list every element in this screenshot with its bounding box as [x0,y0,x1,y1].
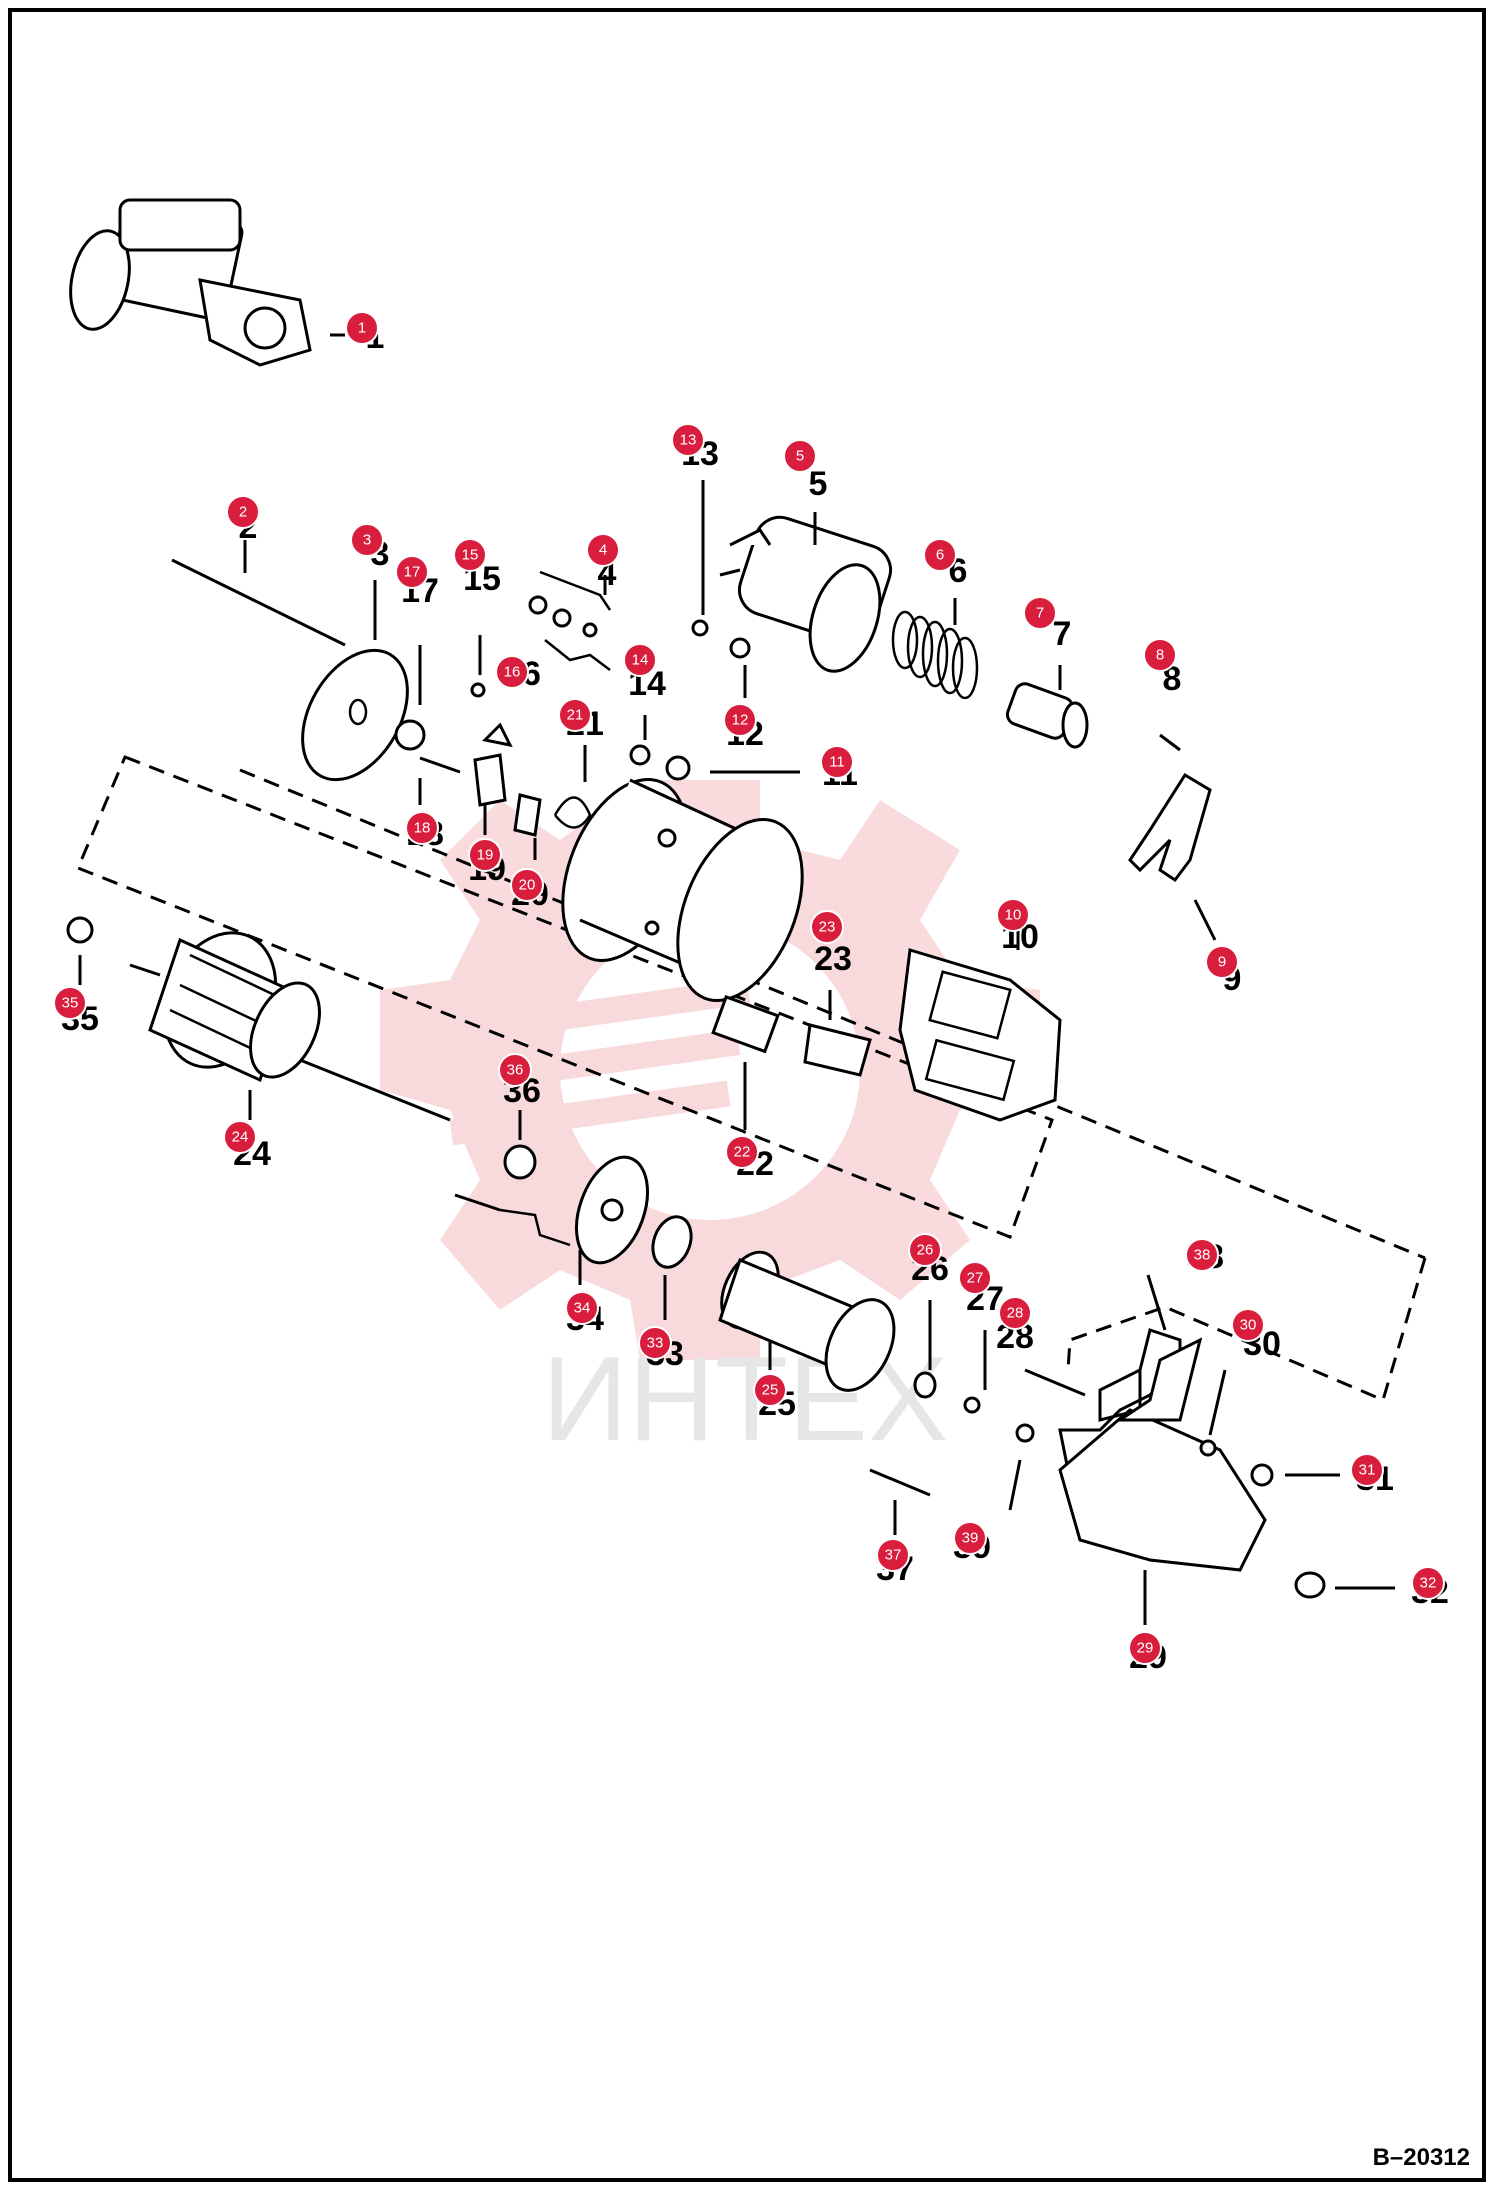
part-callout-31[interactable]: 31 [1350,1453,1384,1487]
svg-text:25: 25 [762,1382,779,1399]
svg-text:20: 20 [519,877,536,894]
svg-text:21: 21 [567,707,584,724]
part-callout-2[interactable]: 2 [226,495,260,529]
svg-text:5: 5 [796,448,804,465]
part-callout-7[interactable]: 7 [1023,596,1057,630]
svg-text:26: 26 [917,1242,934,1259]
svg-text:15: 15 [462,547,479,564]
svg-text:34: 34 [574,1300,591,1317]
part-callout-1[interactable]: 1 [345,311,379,345]
armature [129,931,451,1122]
part-callout-37[interactable]: 37 [876,1538,910,1572]
part-callout-23[interactable]: 23 [810,910,844,944]
watermark-logo: ИНТЕХ [380,780,1040,1466]
svg-text:35: 35 [62,995,79,1012]
svg-text:6: 6 [936,547,944,564]
armature-group-dash [76,755,1054,1239]
svg-text:5: 5 [809,465,828,503]
svg-text:28: 28 [1007,1305,1024,1322]
part-callout-39[interactable]: 39 [953,1521,987,1555]
part-callout-8[interactable]: 8 [1143,638,1177,672]
part-callout-35[interactable]: 35 [53,986,87,1020]
part-callout-36[interactable]: 36 [498,1053,532,1087]
svg-text:3: 3 [363,532,371,549]
svg-text:4: 4 [599,542,607,559]
svg-text:37: 37 [885,1547,902,1564]
svg-text:7: 7 [1053,615,1072,653]
part-callout-25[interactable]: 25 [753,1373,787,1407]
field-frame-housing [561,778,804,1002]
part-callout-16[interactable]: 16 [495,655,529,689]
svg-text:12: 12 [732,712,749,729]
svg-text:11: 11 [829,754,845,771]
part-callout-6[interactable]: 6 [923,538,957,572]
svg-text:31: 31 [1359,1462,1376,1479]
part-callout-26[interactable]: 26 [908,1233,942,1267]
part-callout-38[interactable]: 38 [1185,1238,1219,1272]
part-callout-34[interactable]: 34 [565,1291,599,1325]
part-callout-4[interactable]: 4 [586,533,620,567]
part-callout-18[interactable]: 18 [405,811,439,845]
svg-text:1: 1 [358,320,366,337]
svg-text:17: 17 [404,564,421,581]
svg-text:30: 30 [1240,1317,1257,1334]
part-callout-27[interactable]: 27 [958,1261,992,1295]
svg-text:18: 18 [414,820,431,837]
part-callout-21[interactable]: 21 [558,698,592,732]
svg-text:9: 9 [1218,954,1226,971]
svg-text:39: 39 [962,1530,979,1547]
part-callout-29[interactable]: 29 [1128,1631,1162,1665]
svg-text:22: 22 [734,1144,751,1161]
svg-text:14: 14 [632,652,649,669]
part-callout-24[interactable]: 24 [223,1120,257,1154]
part-callout-11[interactable]: 11 [820,745,854,779]
svg-text:36: 36 [507,1062,524,1079]
part-callout-33[interactable]: 33 [638,1326,672,1360]
drawing-id-label: B–20312 [1372,2144,1470,2171]
svg-text:23: 23 [814,940,852,978]
part-callout-5[interactable]: 5 [783,439,817,473]
svg-text:8: 8 [1156,647,1164,664]
part-callout-17[interactable]: 17 [395,555,429,589]
plunger-spring [891,610,979,700]
part-callout-22[interactable]: 22 [725,1135,759,1169]
svg-text:24: 24 [232,1129,249,1146]
part-callout-10[interactable]: 10 [996,898,1030,932]
svg-text:19: 19 [477,847,494,864]
part-callout-15[interactable]: 15 [453,538,487,572]
brush-holder [898,948,1062,1122]
part-callout-3[interactable]: 3 [350,523,384,557]
svg-text:29: 29 [1137,1640,1154,1657]
drive-housing [1058,1328,1267,1572]
svg-text:32: 32 [1420,1575,1437,1592]
starter-assembly [69,198,345,367]
svg-text:38: 38 [1194,1247,1211,1264]
svg-text:7: 7 [1036,605,1044,622]
part-callout-13[interactable]: 13 [671,423,705,457]
part-callout-12[interactable]: 12 [723,703,757,737]
drive-pinion [718,1250,896,1392]
part-callout-20[interactable]: 20 [510,868,544,902]
part-callout-32[interactable]: 32 [1411,1566,1445,1600]
svg-text:27: 27 [967,1270,984,1287]
svg-text:10: 10 [1005,907,1022,924]
svg-text:16: 16 [504,664,521,681]
svg-text:33: 33 [647,1335,664,1352]
svg-text:2: 2 [239,504,247,521]
diagram-frame [8,8,1486,2182]
part-callout-30[interactable]: 30 [1231,1308,1265,1342]
part-callout-28[interactable]: 28 [998,1296,1032,1330]
solenoid [719,515,893,673]
part-callout-9[interactable]: 9 [1205,945,1239,979]
part-callout-19[interactable]: 19 [468,838,502,872]
svg-text:13: 13 [680,432,697,449]
svg-text:23: 23 [819,919,836,936]
part-callout-14[interactable]: 14 [623,643,657,677]
